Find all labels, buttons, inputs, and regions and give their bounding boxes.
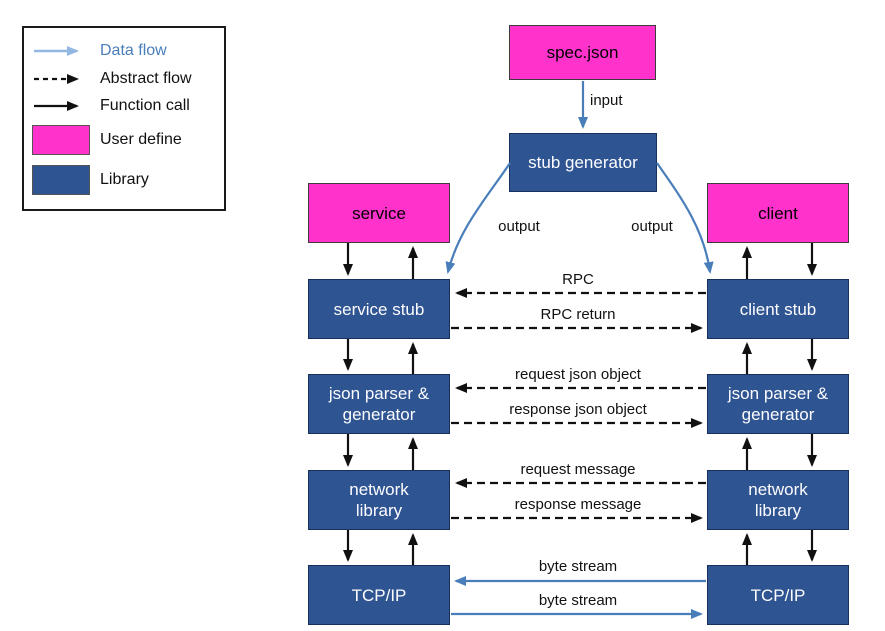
- data-flow-arrow-icon: [32, 44, 90, 58]
- legend-label-user-define: User define: [100, 131, 182, 149]
- node-spec-json: spec.json: [509, 25, 656, 80]
- node-label: generator: [741, 405, 815, 424]
- node-label: library: [754, 501, 802, 520]
- legend-row-data-flow: Data flow: [32, 42, 218, 60]
- node-network-library-service: network library: [308, 470, 450, 530]
- legend-label-function-call: Function call: [100, 97, 190, 115]
- node-stub-generator: stub generator: [509, 133, 657, 192]
- node-json-parser-service: json parser & generator: [308, 374, 450, 434]
- node-client: client: [707, 183, 849, 243]
- byte-stream-upper-label: byte stream: [538, 558, 618, 575]
- legend-row-function-call: Function call: [32, 97, 218, 115]
- output-right-label: output: [631, 218, 673, 235]
- output-left-label: output: [498, 218, 540, 235]
- node-label: service stub: [333, 299, 425, 319]
- node-label: TCP/IP: [750, 585, 806, 605]
- node-label: library: [355, 501, 403, 520]
- request-message-label: request message: [520, 461, 636, 478]
- node-label: TCP/IP: [351, 585, 407, 605]
- legend-label-abstract-flow: Abstract flow: [100, 69, 192, 87]
- node-label: json parser &: [727, 384, 829, 403]
- node-label: client stub: [739, 299, 817, 319]
- legend-row-abstract-flow: Abstract flow: [32, 70, 218, 88]
- node-label: generator: [342, 405, 416, 424]
- rpc-label: RPC: [562, 271, 594, 288]
- node-client-stub: client stub: [707, 279, 849, 339]
- node-tcp-ip-client: TCP/IP: [707, 565, 849, 625]
- legend-label-data-flow: Data flow: [100, 41, 167, 59]
- input-label: input: [590, 92, 623, 109]
- abstract-flow-arrow-icon: [32, 72, 90, 86]
- node-label: json parser &: [328, 384, 430, 403]
- rpc-return-label: RPC return: [540, 306, 616, 323]
- node-tcp-ip-service: TCP/IP: [308, 565, 450, 625]
- legend-row-library: Library: [32, 165, 218, 196]
- node-label: spec.json: [546, 43, 619, 62]
- user-define-swatch: [32, 125, 90, 156]
- request-json-object-label: request json object: [515, 366, 641, 383]
- legend-row-user-define: User define: [32, 125, 218, 156]
- function-call-arrow-icon: [32, 99, 90, 113]
- response-message-label: response message: [514, 496, 642, 513]
- byte-stream-lower-label: byte stream: [538, 592, 618, 609]
- node-label: network: [349, 480, 409, 499]
- node-label: client: [758, 203, 798, 223]
- node-json-parser-client: json parser & generator: [707, 374, 849, 434]
- node-label: service: [352, 203, 406, 223]
- node-service: service: [308, 183, 450, 243]
- response-json-object-label: response json object: [509, 401, 647, 418]
- legend: Data flow Abstract flow: [22, 26, 226, 211]
- node-network-library-client: network library: [707, 470, 849, 530]
- node-service-stub: service stub: [308, 279, 450, 339]
- node-label: network: [748, 480, 808, 499]
- library-swatch: [32, 165, 90, 196]
- node-label: stub generator: [528, 153, 638, 172]
- legend-label-library: Library: [100, 171, 149, 189]
